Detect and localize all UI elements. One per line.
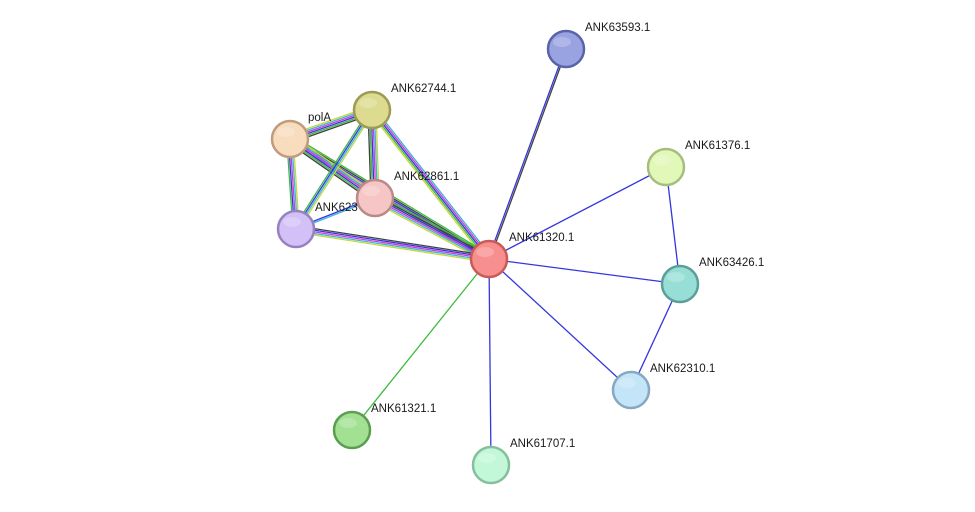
node-ANK62861.1[interactable]: ANK62861.1: [355, 171, 459, 218]
edge-evidence-line: [370, 110, 489, 261]
node-polA[interactable]: polA: [270, 112, 331, 159]
edge-evidence-line: [376, 193, 492, 257]
edge-evidence-line: [296, 226, 490, 259]
edge-evidence-line: [297, 110, 375, 231]
node-circle[interactable]: [270, 119, 310, 159]
node-label: ANK61320.1: [509, 232, 574, 244]
edge-evidence-line: [630, 283, 681, 391]
node-label: ANK62861.1: [394, 171, 459, 183]
node-ANK62744.1[interactable]: ANK62744.1: [352, 83, 456, 130]
edge-evidence-line: [295, 228, 490, 260]
edge-evidence-line: [488, 258, 681, 285]
edge-evidence-line: [372, 108, 491, 259]
edge-evidence-line: [375, 196, 490, 259]
node-circle[interactable]: [471, 445, 511, 485]
edge-ANK61320.1-ANK63426.1[interactable]: [488, 258, 681, 285]
edge-evidence-line: [488, 166, 667, 260]
edge-evidence-line: [295, 231, 489, 263]
edge-evidence-line: [296, 225, 490, 257]
node-highlight: [653, 155, 671, 165]
edge-evidence-line: [488, 258, 492, 466]
edge-evidence-line: [488, 258, 632, 391]
node-ANK63593.1[interactable]: ANK63593.1: [546, 22, 650, 69]
node-circle[interactable]: [611, 370, 651, 410]
node-circle[interactable]: [355, 178, 395, 218]
node-label: ANK62310.1: [650, 363, 715, 375]
node-highlight: [618, 378, 636, 388]
node-highlight: [359, 98, 377, 108]
edge-ANK61376.1-ANK63426.1[interactable]: [665, 166, 681, 285]
node-ANK623[interactable]: ANK623: [276, 202, 358, 249]
node-label: polA: [308, 112, 331, 124]
node-ANK61320.1[interactable]: ANK61320.1: [469, 232, 574, 279]
node-circle[interactable]: [546, 29, 586, 69]
node-highlight: [667, 272, 685, 282]
edge-evidence-line: [487, 48, 566, 259]
node-circle[interactable]: [660, 264, 700, 304]
node-label: ANK61376.1: [685, 140, 750, 152]
edge-evidence-line: [375, 195, 491, 258]
node-ANK61376.1[interactable]: ANK61376.1: [646, 140, 750, 187]
node-highlight: [553, 37, 571, 47]
edge-evidence-line: [296, 110, 374, 230]
node-ANK61321.1[interactable]: ANK61321.1: [332, 403, 436, 450]
node-highlight: [478, 453, 496, 463]
edge-evidence-line: [665, 166, 681, 285]
edge-ANK61320.1-ANK62744.1[interactable]: [368, 107, 493, 262]
nodes-layer: ANK61320.1 ANK63593.1ANK61376.1ANK63426.1…: [270, 22, 764, 485]
edge-ANK63426.1-ANK62310.1[interactable]: [630, 283, 681, 391]
node-circle[interactable]: [276, 209, 316, 249]
node-label: ANK61321.1: [371, 403, 436, 415]
node-ANK62310.1[interactable]: ANK62310.1: [611, 363, 715, 410]
edge-ANK61320.1-ANK623[interactable]: [295, 225, 490, 263]
edge-evidence-line: [371, 109, 490, 260]
edge-ANK61320.1-ANK61321.1[interactable]: [351, 258, 490, 431]
node-ANK61707.1[interactable]: ANK61707.1: [471, 438, 575, 485]
node-highlight: [277, 127, 295, 137]
edge-evidence-line: [294, 109, 372, 229]
edge-evidence-line: [374, 107, 493, 258]
node-circle[interactable]: [332, 410, 372, 450]
node-circle[interactable]: [469, 239, 509, 279]
node-circle[interactable]: [646, 147, 686, 187]
node-ANK63426.1[interactable]: ANK63426.1: [660, 257, 764, 304]
edge-evidence-line: [351, 258, 490, 431]
edge-evidence-line: [368, 111, 487, 262]
edge-ANK61320.1-ANK62310.1[interactable]: [488, 258, 632, 391]
node-highlight: [283, 217, 301, 227]
node-circle[interactable]: [352, 90, 392, 130]
edge-ANK61320.1-ANK61707.1[interactable]: [488, 258, 492, 466]
node-label: ANK63426.1: [699, 257, 764, 269]
edge-ANK61320.1-ANK63593.1[interactable]: [487, 48, 568, 260]
node-label: ANK61707.1: [510, 438, 575, 450]
edge-evidence-line: [373, 199, 489, 262]
edge-evidence-line: [489, 49, 568, 260]
edge-evidence-line: [295, 229, 489, 262]
edge-evidence-line: [293, 108, 371, 229]
node-highlight: [339, 418, 357, 428]
node-label: ANK62744.1: [391, 83, 456, 95]
node-highlight: [476, 247, 494, 257]
node-highlight: [362, 186, 380, 196]
edge-ANK62744.1-ANK623[interactable]: [293, 108, 375, 231]
edge-evidence-line: [374, 198, 489, 261]
node-label: ANK623: [315, 202, 358, 214]
edge-ANK61320.1-ANK61376.1[interactable]: [488, 166, 667, 260]
node-label: ANK63593.1: [585, 22, 650, 34]
